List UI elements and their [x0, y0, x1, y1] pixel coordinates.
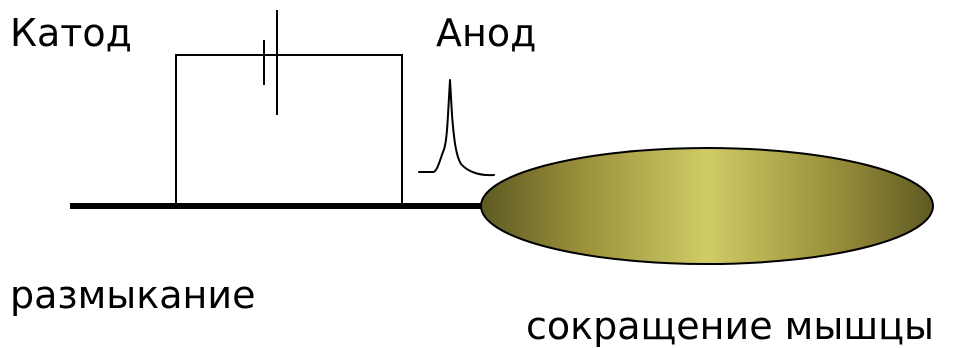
- cathode-label: Катод: [10, 11, 132, 55]
- circuit-break-label: размыкание: [10, 273, 256, 317]
- muscle-ellipse: [480, 147, 934, 265]
- muscle-contraction-label: сокращение мышцы: [526, 304, 934, 348]
- action-potential-spike: [418, 79, 495, 177]
- circuit-wire: [175, 54, 403, 206]
- anode-label: Анод: [436, 11, 537, 55]
